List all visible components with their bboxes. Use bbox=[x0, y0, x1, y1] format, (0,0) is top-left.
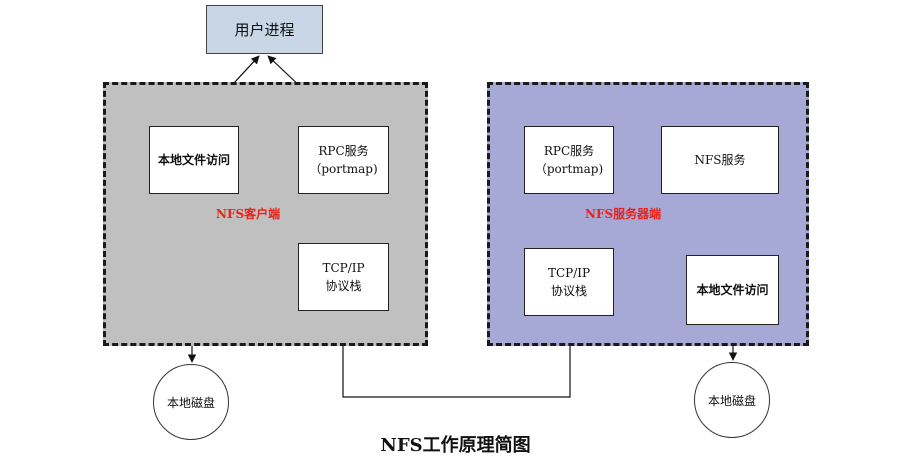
client-tcpip-label: TCP/IP bbox=[322, 261, 365, 275]
server-protocol-stack-label: 协议栈 bbox=[550, 284, 587, 298]
server-nfs-service-label: NFS服务 bbox=[694, 153, 746, 167]
server-nfs-service-box: NFS服务 bbox=[661, 126, 779, 194]
diagram-title: NFS工作原理简图 bbox=[380, 435, 531, 456]
client-rpc-portmap-label: （portmap) bbox=[309, 162, 378, 176]
server-local-file-access-box: 本地文件访问 bbox=[686, 255, 779, 325]
nfs-client-label: NFS客户端 bbox=[216, 207, 281, 221]
user-process-box: 用户进程 bbox=[206, 5, 323, 54]
client-protocol-stack-label: 协议栈 bbox=[325, 279, 362, 293]
server-rpc-portmap-label: （portmap) bbox=[534, 162, 604, 176]
client-local-file-access-label: 本地文件访问 bbox=[157, 153, 230, 167]
client-rpc-service-label: RPC服务 bbox=[318, 144, 369, 158]
server-local-disk: 本地磁盘 bbox=[694, 362, 770, 438]
server-tcpip-stack-box: TCP/IP 协议栈 bbox=[524, 248, 614, 316]
client-rpc-service-box: RPC服务 （portmap) bbox=[298, 126, 389, 194]
server-local-file-access-label: 本地文件访问 bbox=[696, 283, 769, 297]
server-rpc-service-label: RPC服务 bbox=[543, 144, 595, 158]
nfs-server-label: NFS服务器端 bbox=[585, 207, 662, 221]
client-local-disk-label: 本地磁盘 bbox=[166, 395, 215, 410]
server-rpc-service-box: RPC服务 （portmap) bbox=[524, 126, 614, 194]
server-local-disk-label: 本地磁盘 bbox=[707, 393, 756, 408]
server-tcpip-label: TCP/IP bbox=[547, 266, 591, 280]
user-process-label: 用户进程 bbox=[234, 20, 295, 39]
client-local-disk: 本地磁盘 bbox=[153, 364, 229, 440]
client-tcpip-stack-box: TCP/IP 协议栈 bbox=[298, 243, 389, 311]
arrow-client-tcpip-to-server-tcpip bbox=[338, 312, 575, 398]
client-local-file-access-box: 本地文件访问 bbox=[149, 126, 239, 194]
